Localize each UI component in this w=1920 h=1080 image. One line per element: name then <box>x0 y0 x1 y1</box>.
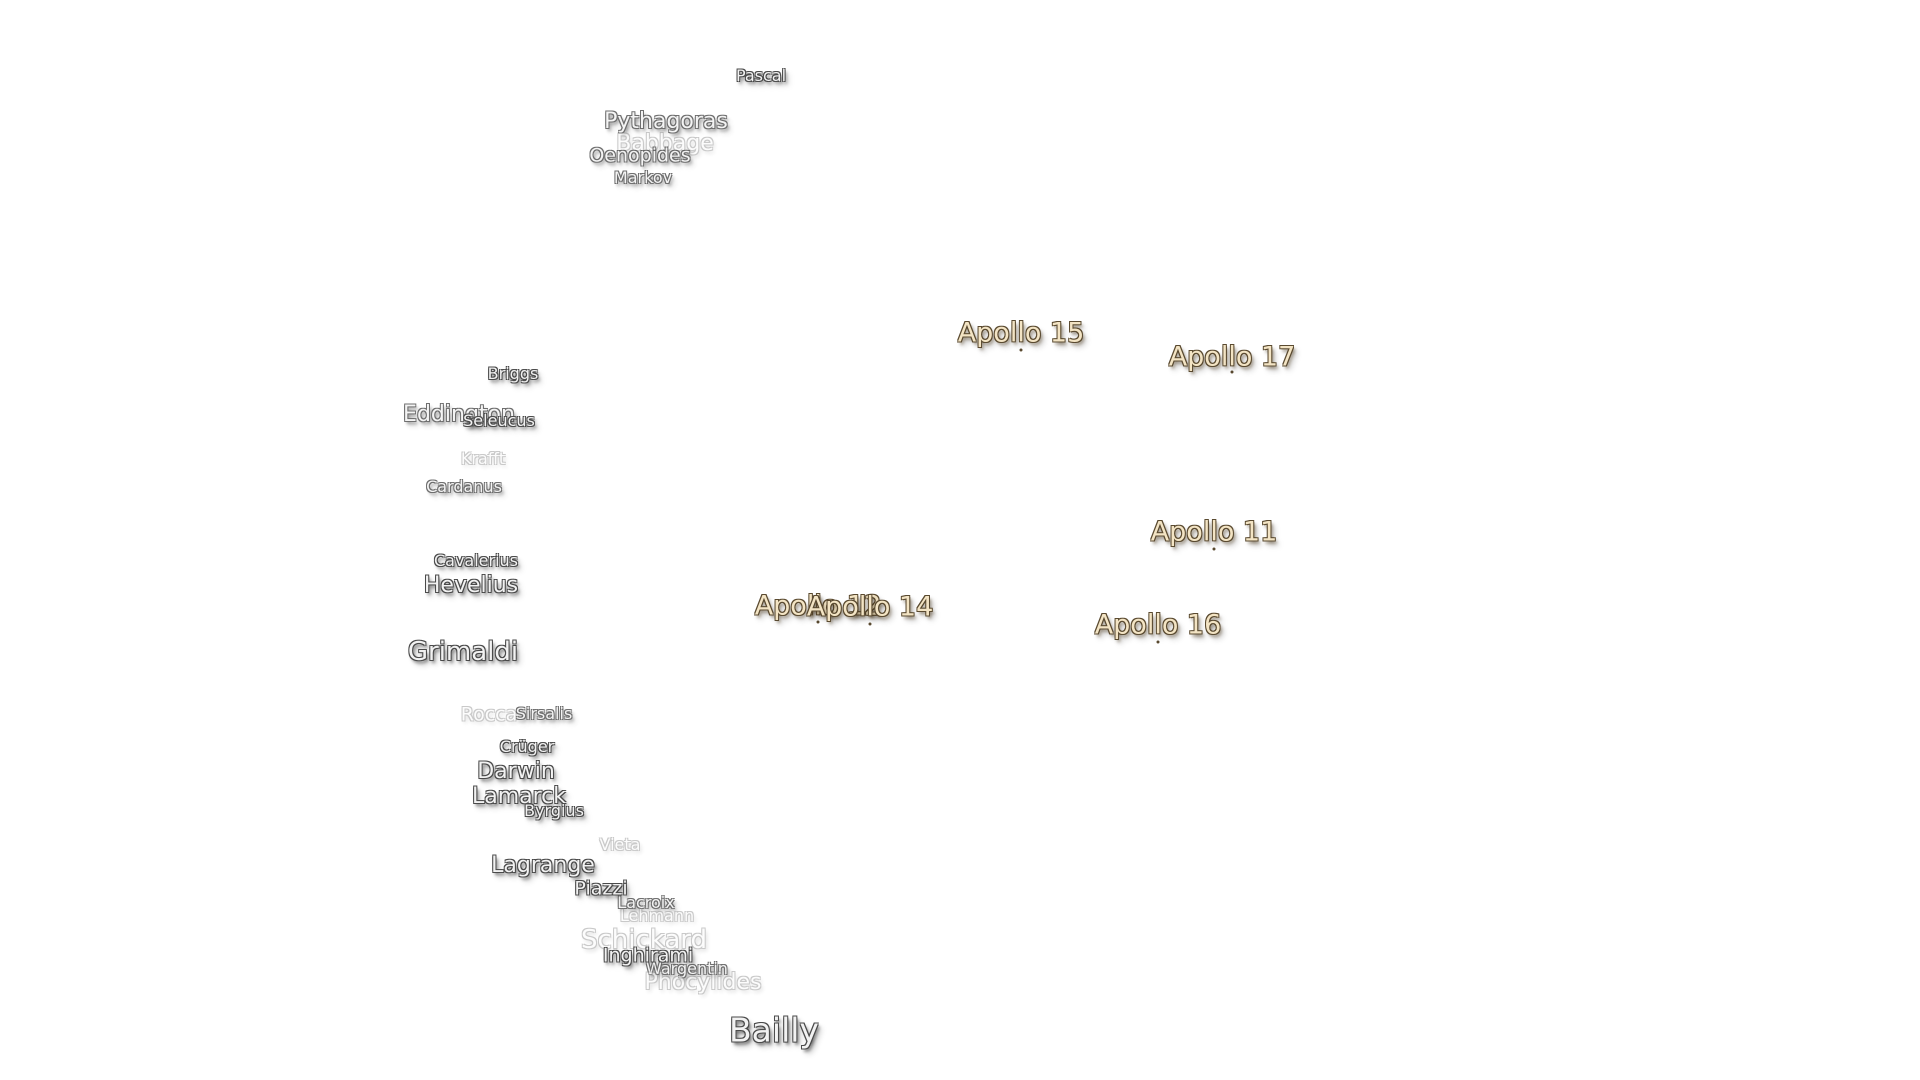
crater-label-briggs[interactable]: Briggs <box>487 364 539 383</box>
crater-label-krafft[interactable]: Krafft <box>460 449 506 468</box>
crater-label-inghirami[interactable]: Inghirami <box>602 944 694 967</box>
crater-label-babbage[interactable]: Babbage <box>616 131 714 156</box>
crater-label-lagrange[interactable]: Lagrange <box>491 853 595 878</box>
crater-label-cavalerius[interactable]: Cavalerius <box>433 551 519 570</box>
crater-label-rocca[interactable]: Rocca <box>460 703 518 726</box>
crater-label-seleucus[interactable]: Seleucus <box>463 411 535 430</box>
apollo-12-site-marker[interactable] <box>816 620 820 624</box>
apollo-label-14[interactable]: Apollo 14 <box>806 591 934 623</box>
crater-label-schickard[interactable]: Schickard <box>580 925 708 955</box>
apollo-14-site-marker[interactable] <box>868 622 872 626</box>
apollo-label-16[interactable]: Apollo 16 <box>1094 609 1222 641</box>
apollo-label-15[interactable]: Apollo 15 <box>957 317 1085 349</box>
crater-label-lamarck[interactable]: Lamarck <box>471 784 567 809</box>
crater-label-grimaldi[interactable]: Grimaldi <box>407 637 519 667</box>
crater-label-cruger[interactable]: Crüger <box>499 737 555 756</box>
crater-label-oenopides[interactable]: Oenopides <box>589 144 691 167</box>
crater-label-pascal[interactable]: Pascal <box>735 66 787 85</box>
crater-label-markov[interactable]: Markov <box>613 168 673 187</box>
apollo-11-site-marker[interactable] <box>1212 547 1216 551</box>
crater-label-eddington[interactable]: Eddington <box>403 402 515 427</box>
crater-label-pythagoras[interactable]: Pythagoras <box>604 109 728 134</box>
apollo-17-site-marker[interactable] <box>1230 370 1234 374</box>
crater-label-phocylides[interactable]: Phocylides <box>644 970 762 995</box>
crater-label-cardanus[interactable]: Cardanus <box>426 477 502 496</box>
crater-label-darwin[interactable]: Darwin <box>477 759 555 784</box>
crater-label-sirsalis[interactable]: Sirsalis <box>515 704 573 723</box>
crater-label-hevelius[interactable]: Hevelius <box>423 573 519 598</box>
apollo-label-17[interactable]: Apollo 17 <box>1168 341 1296 373</box>
crater-label-lacroix[interactable]: Lacroix <box>617 893 675 912</box>
apollo-16-site-marker[interactable] <box>1156 640 1160 644</box>
crater-label-piazzi[interactable]: Piazzi <box>574 877 628 900</box>
crater-label-bailly[interactable]: Bailly <box>729 1010 819 1050</box>
apollo-15-site-marker[interactable] <box>1019 348 1023 352</box>
apollo-label-12[interactable]: Apollo 12 <box>754 590 882 622</box>
apollo-label-11[interactable]: Apollo 11 <box>1150 516 1278 548</box>
crater-label-byrgius[interactable]: Byrgius <box>524 801 584 820</box>
crater-label-vieta[interactable]: Vieta <box>599 835 641 854</box>
crater-label-wargentin[interactable]: Wargentin <box>646 959 728 978</box>
crater-label-lehmann[interactable]: Lehmann <box>619 906 695 925</box>
